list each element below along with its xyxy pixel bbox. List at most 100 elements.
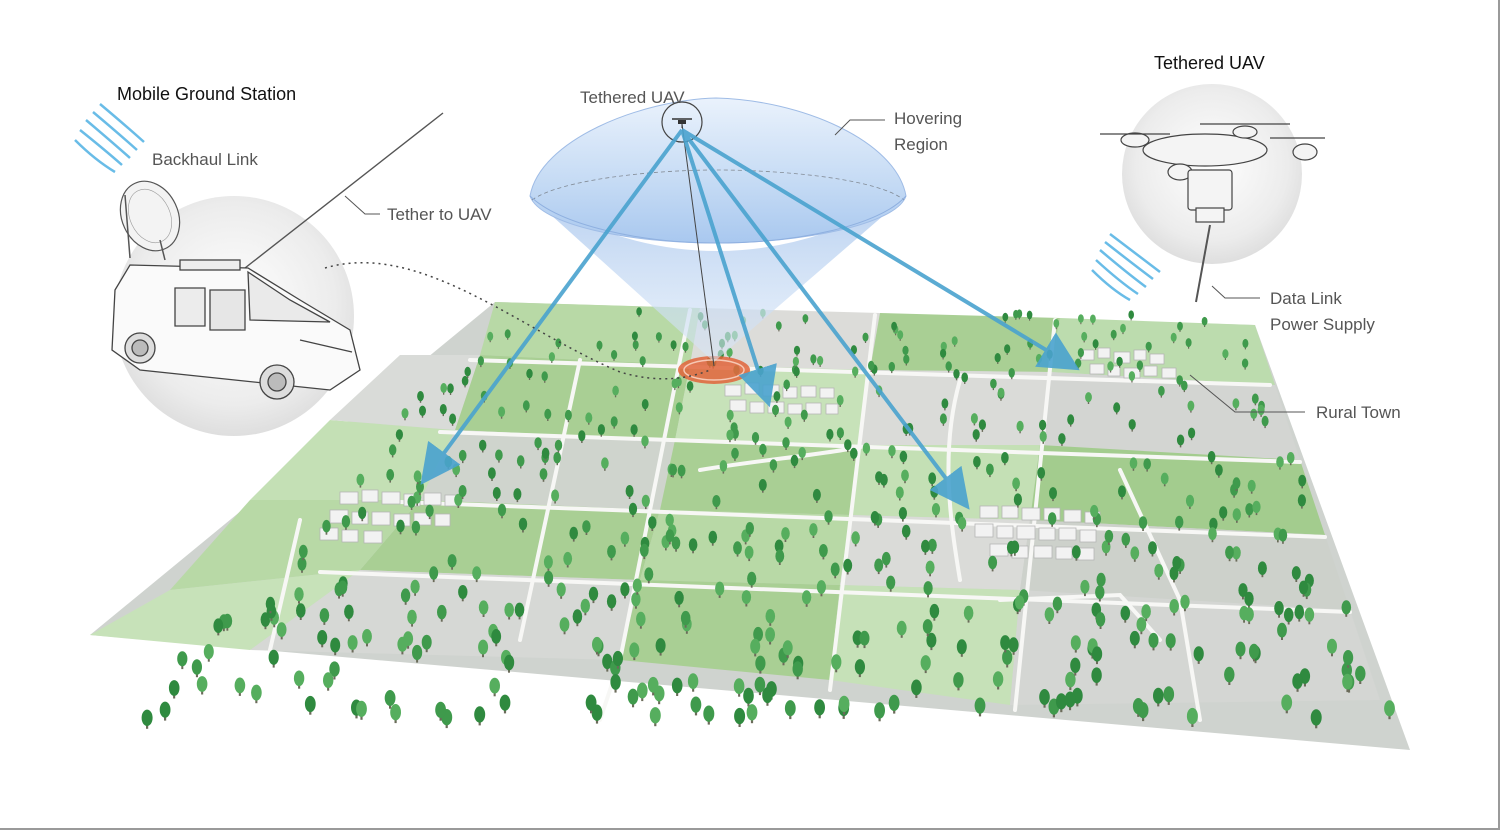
tree-icon [775,321,782,332]
tree-icon [641,399,649,411]
tree-icon [1222,349,1229,360]
tree-icon [454,493,463,508]
tree-icon [782,437,790,450]
tree-icon [628,502,638,518]
tree-icon [1238,583,1248,600]
tree-icon [541,371,548,383]
tree-icon [1286,452,1295,466]
tree-icon [744,545,754,562]
tree-icon [543,555,553,571]
tree-icon [926,632,937,651]
tree-icon [939,413,947,426]
tree-icon [1039,431,1047,444]
tree-icon [298,544,308,561]
tree-icon [554,439,563,453]
tree-icon [449,413,457,426]
tree-icon [1247,479,1256,494]
label-tether-to-uav: Tether to UAV [387,205,492,224]
tree-icon [637,682,648,702]
label-mobile-ground-station: Mobile Ground Station [117,84,296,104]
tree-icon [1012,477,1020,492]
tree-icon [801,590,812,607]
tree-icon [1121,532,1131,548]
tree-icon [421,634,432,653]
tree-icon [1008,368,1015,380]
tree-icon [585,694,597,714]
tree-icon [888,445,896,459]
drone-icon [1100,123,1325,223]
tree-icon [870,511,880,526]
tree-icon [330,637,341,656]
tree-icon [407,609,417,627]
tree-icon [578,430,586,443]
tree-icon [719,460,728,474]
tree-icon [191,659,202,678]
tree-icon [765,609,776,626]
tree-icon [397,636,408,655]
tree-icon [639,543,649,560]
tree-icon [988,555,998,572]
tree-icon [395,429,403,442]
tree-icon [1294,604,1305,622]
tree-icon [294,587,304,604]
tree-icon [1058,433,1066,446]
tree-icon [435,701,446,721]
tree-icon [1186,707,1198,727]
tree-icon [492,487,501,501]
tree-icon [296,603,306,620]
tree-icon [1008,637,1019,655]
tree-icon [1138,516,1148,531]
tree-icon [708,530,718,546]
tree-icon [830,562,840,579]
tree-icon [726,409,734,423]
tree-icon [751,432,760,445]
tree-icon [141,709,153,729]
tree-icon [1004,344,1011,355]
van-icon [111,259,361,400]
tree-icon [747,571,757,588]
tree-icon [838,695,850,715]
tree-icon [1278,528,1288,544]
tree-icon [317,630,328,648]
tree-icon [563,551,573,568]
tree-icon [783,379,790,392]
tree-icon [458,449,467,464]
tethered-uav-closeup [1091,84,1325,303]
tree-icon [1188,427,1196,441]
tree-icon [1014,595,1025,612]
tree-icon [631,592,641,609]
tether-ground-path [324,262,711,380]
tree-icon [222,613,233,631]
tree-icon [726,347,733,359]
tree-icon [782,640,793,658]
tree-icon [715,581,725,598]
tree-icon [836,395,844,407]
tree-icon [755,655,766,674]
tree-icon [1026,310,1033,321]
tree-icon [1148,632,1159,651]
tree-icon [920,655,931,674]
tree-icon [504,654,515,673]
tree-icon [1120,323,1126,335]
tree-icon [1175,515,1184,531]
tree-icon [1154,563,1164,580]
tree-icon [344,604,354,622]
tree-icon [636,307,642,318]
tree-icon [610,416,618,429]
tree-icon [970,413,978,426]
tree-icon [1241,358,1249,370]
tree-icon [1185,494,1195,509]
label-tethered-uav-center: Tethered UAV [580,88,685,107]
tree-icon [734,707,746,727]
tree-icon [1257,561,1267,578]
tree-icon [1343,650,1354,668]
tree-icon [674,590,684,608]
tree-icon [647,676,659,696]
tree-icon [1116,356,1123,368]
tree-icon [888,361,895,374]
tree-icon [775,549,785,565]
tree-icon [410,579,420,596]
tree-icon [384,690,396,709]
tree-icon [765,627,775,645]
tree-icon [1070,657,1081,676]
